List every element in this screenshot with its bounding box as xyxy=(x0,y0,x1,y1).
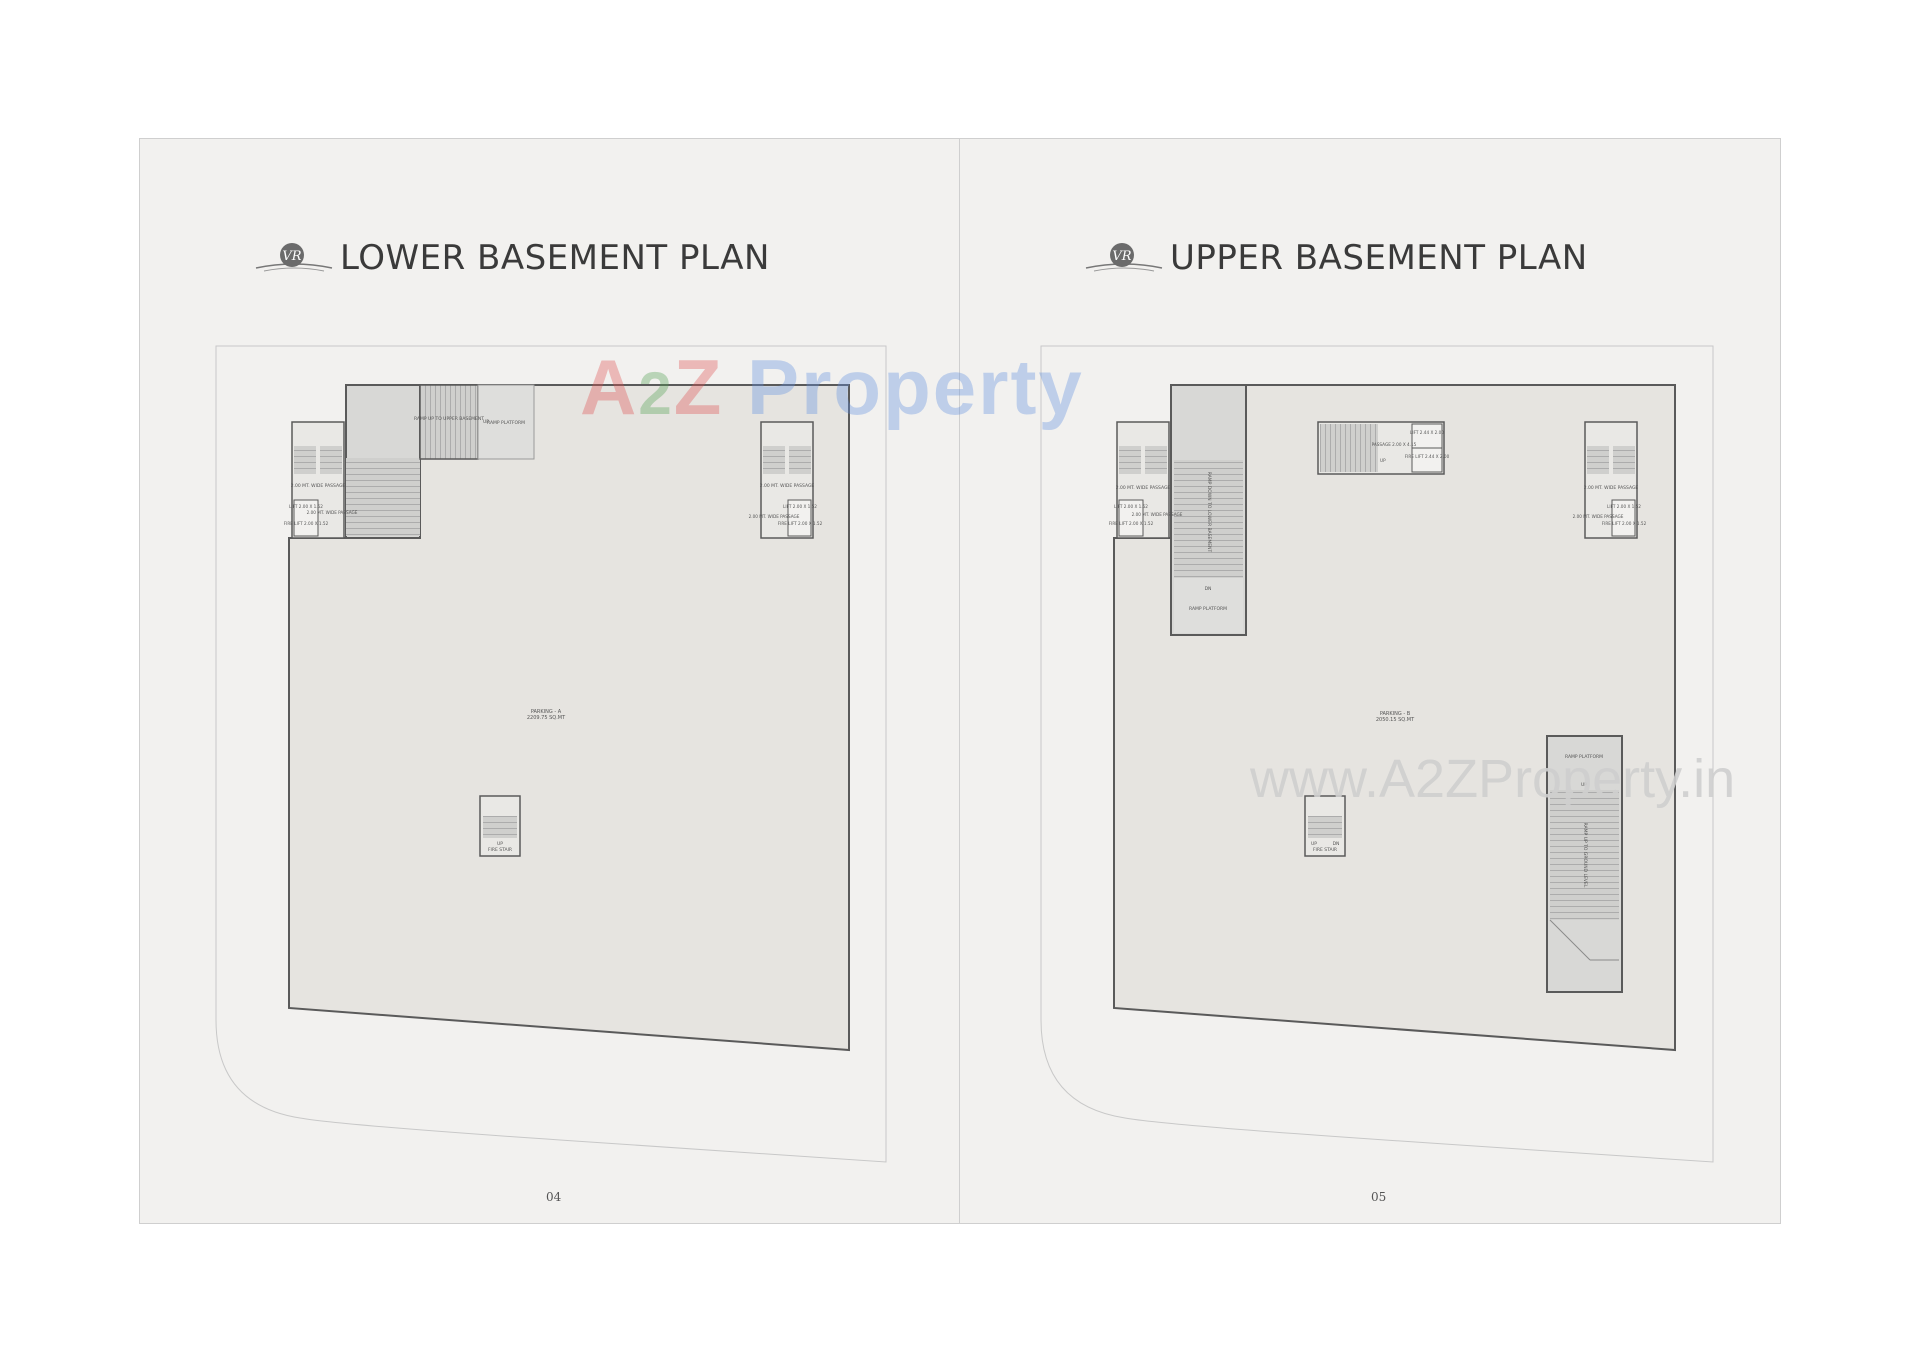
ramp-up-stairs xyxy=(1550,790,1619,920)
parking-area-label: 2209.75 SQ.MT xyxy=(527,715,566,721)
svg-text:FIRE LIFT 2.00 X 1.52: FIRE LIFT 2.00 X 1.52 xyxy=(284,521,329,526)
svg-text:DN: DN xyxy=(1333,841,1340,847)
ramp-down-label: RAMP DOWN TO LOWER BASEMENT xyxy=(1206,472,1212,553)
svg-text:2.00 MT. WIDE PASSAGE: 2.00 MT. WIDE PASSAGE xyxy=(749,514,800,519)
upper-basement-title: VR UPPER BASEMENT PLAN xyxy=(1084,236,1588,280)
svg-text:RAMP PLATFORM: RAMP PLATFORM xyxy=(1565,754,1603,760)
parking-label: PARKING - B xyxy=(1380,711,1411,717)
page-title-text: UPPER BASEMENT PLAN xyxy=(1170,238,1588,278)
svg-text:VR: VR xyxy=(282,249,301,264)
ramp-label: RAMP UP TO UPPER BASEMENT xyxy=(414,416,484,422)
lower-basement-plan: RAMP UP TO UPPER BASEMENT RAMP PLATFORM … xyxy=(215,345,887,1163)
svg-text:VR: VR xyxy=(1112,249,1131,264)
a2z-watermark: A2Z Property xyxy=(580,343,1084,431)
svg-text:2.00 MT. WIDE PASSAGE: 2.00 MT. WIDE PASSAGE xyxy=(760,483,815,489)
ramp-up-label: RAMP UP TO GROUND LEVEL xyxy=(1582,823,1588,888)
svg-text:FIRE LIFT 2.00 X 1.52: FIRE LIFT 2.00 X 1.52 xyxy=(1109,521,1154,526)
svg-text:FIRE LIFT 2.00 X 1.52: FIRE LIFT 2.00 X 1.52 xyxy=(778,521,823,526)
svg-text:PASSAGE 2.00 X 4.15: PASSAGE 2.00 X 4.15 xyxy=(1372,442,1417,447)
svg-text:LIFT 2.00 X 1.52: LIFT 2.00 X 1.52 xyxy=(1114,504,1148,509)
site-boundary xyxy=(215,345,887,1163)
svg-text:FIRE LIFT 2.00 X 1.52: FIRE LIFT 2.00 X 1.52 xyxy=(1602,521,1647,526)
svg-text:2.00 MT. WIDE PASSAGE: 2.00 MT. WIDE PASSAGE xyxy=(307,510,358,515)
svg-text:2.00 MT. WIDE PASSAGE: 2.00 MT. WIDE PASSAGE xyxy=(291,483,346,489)
svg-text:2.00 MT. WIDE PASSAGE: 2.00 MT. WIDE PASSAGE xyxy=(1573,514,1624,519)
svg-text:UP: UP xyxy=(1581,782,1587,788)
svg-text:LIFT 2.00 X 1.52: LIFT 2.00 X 1.52 xyxy=(289,504,323,509)
svg-text:LIFT 2.44 X 2.00: LIFT 2.44 X 2.00 xyxy=(1410,430,1444,435)
svg-text:2.00 MT. WIDE PASSAGE: 2.00 MT. WIDE PASSAGE xyxy=(1116,485,1171,491)
svg-text:FIRE STAIR: FIRE STAIR xyxy=(488,847,512,853)
svg-text:DN: DN xyxy=(1205,586,1212,592)
svg-text:2.00 MT. WIDE PASSAGE: 2.00 MT. WIDE PASSAGE xyxy=(1584,485,1639,491)
parking-area-label: 2050.15 SQ.MT xyxy=(1376,717,1415,723)
svg-text:LIFT 2.00 X 1.52: LIFT 2.00 X 1.52 xyxy=(783,504,817,509)
up-label: UP xyxy=(483,419,489,425)
svg-text:RAMP PLATFORM: RAMP PLATFORM xyxy=(1189,606,1227,612)
ramp-upper xyxy=(419,384,479,460)
upper-basement-plan: RAMP DOWN TO LOWER BASEMENT DN RAMP PLAT… xyxy=(1040,345,1714,1163)
page-title-text: LOWER BASEMENT PLAN xyxy=(340,238,770,278)
svg-text:UP: UP xyxy=(497,841,503,847)
svg-text:FIRE STAIR: FIRE STAIR xyxy=(1313,847,1337,853)
site-boundary xyxy=(1040,345,1714,1163)
page-number-right: 05 xyxy=(1371,1190,1387,1204)
url-watermark: www.A2ZProperty.in xyxy=(1250,749,1736,809)
svg-text:UP: UP xyxy=(1311,841,1317,847)
vr-logo-icon: VR xyxy=(255,243,333,272)
parking-label: PARKING - A xyxy=(531,709,562,715)
svg-text:2.00 MT. WIDE PASSAGE: 2.00 MT. WIDE PASSAGE xyxy=(1132,512,1183,517)
ramp-platform xyxy=(477,384,535,460)
vr-logo-icon: VR xyxy=(1085,243,1163,272)
page-number-left: 04 xyxy=(546,1190,562,1204)
page-fold-divider xyxy=(959,138,960,1224)
ramp-down-stairs xyxy=(1174,460,1243,578)
ramp-platform-label: RAMP PLATFORM xyxy=(487,420,525,426)
svg-text:FIRE LIFT 2.44 X 2.00: FIRE LIFT 2.44 X 2.00 xyxy=(1405,454,1450,459)
svg-text:UP: UP xyxy=(1380,458,1386,463)
lower-basement-title: VR LOWER BASEMENT PLAN xyxy=(254,236,770,280)
ramp-stairs xyxy=(346,458,420,536)
svg-text:LIFT 2.00 X 1.52: LIFT 2.00 X 1.52 xyxy=(1607,504,1641,509)
